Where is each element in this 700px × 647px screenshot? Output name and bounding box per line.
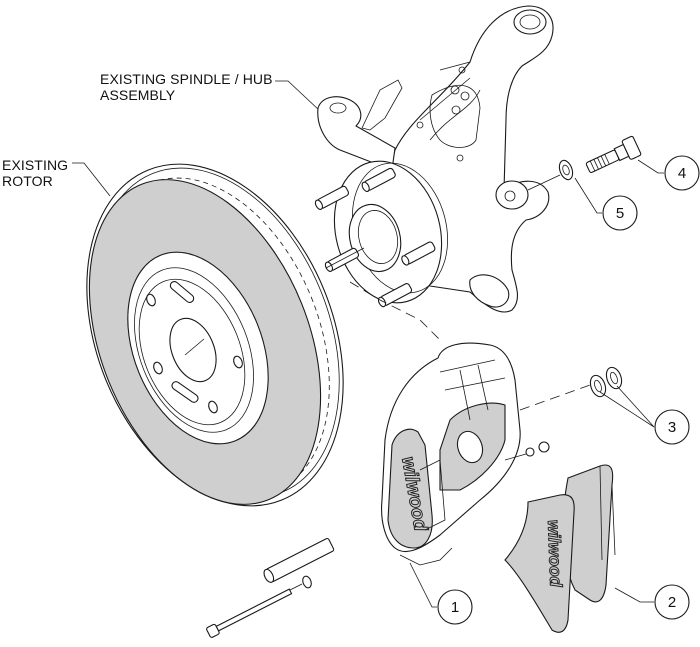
rotor-label-line2: ROTOR	[2, 173, 53, 189]
callout-leaders	[409, 159, 664, 608]
callout-2: 2	[654, 584, 690, 620]
spindle-hub-label-line2: ASSEMBLY	[100, 87, 176, 103]
rotor-lug-holes	[146, 281, 243, 414]
callout-4-number: 4	[678, 165, 686, 182]
callout-5-number: 5	[616, 205, 624, 222]
callout-3: 3	[654, 409, 690, 445]
rotor-label: EXISTING ROTOR	[2, 157, 68, 189]
pad-logo: wilwood	[544, 519, 565, 587]
callout-1-number: 1	[451, 599, 459, 616]
callout-4: 4	[664, 155, 700, 191]
caliper-logo-face	[387, 428, 433, 549]
spindle-hub-label: EXISTING SPINDLE / HUB ASSEMBLY	[100, 71, 273, 103]
assembly-dashed-line	[349, 281, 441, 341]
brake-pads: wilwood	[504, 464, 616, 633]
callout-1: 1	[437, 589, 473, 625]
spindle-hub-assembly	[314, 5, 554, 313]
brake-pad-front	[504, 494, 575, 633]
spindle-hub-label-line1: EXISTING SPINDLE / HUB	[100, 71, 273, 87]
callout-5: 5	[602, 195, 638, 231]
hub-pilot	[348, 203, 402, 273]
shim-washers	[519, 366, 623, 411]
mounting-bolt	[527, 135, 642, 191]
caliper: wilwood	[381, 342, 550, 566]
rotor-leader-line	[72, 162, 111, 197]
callout-3-number: 3	[668, 419, 676, 436]
rotor-label-line1: EXISTING	[2, 157, 69, 173]
callout-2-number: 2	[668, 594, 676, 611]
caliper-mounting-hardware	[206, 538, 335, 638]
washer-5	[558, 159, 574, 181]
rotor	[86, 163, 344, 507]
rotor-center-bore	[169, 317, 217, 383]
